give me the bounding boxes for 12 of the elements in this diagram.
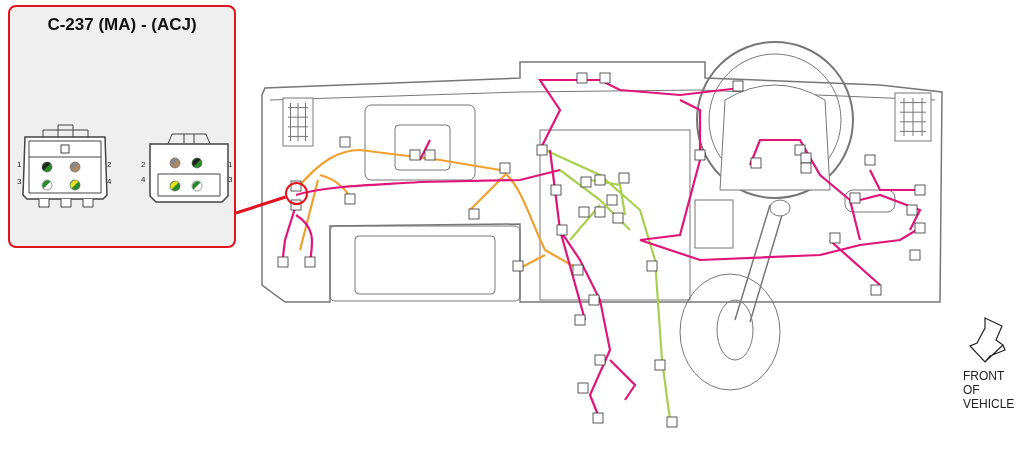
direction-note: FRONT OF VEHICLE [963, 370, 1015, 412]
pin-number: 3 [228, 176, 233, 184]
leader-line [235, 195, 286, 215]
pin-number: 1 [17, 161, 22, 169]
inset-title: C-237 (MA) - (ACJ) [46, 15, 198, 35]
pin-number: 2 [107, 161, 112, 169]
pin-number: 3 [17, 178, 22, 186]
pin-number: 4 [141, 176, 146, 184]
pin-number: 1 [228, 161, 233, 169]
location-circle [285, 182, 308, 205]
pin-number: 4 [107, 178, 112, 186]
pin-number: 2 [141, 161, 146, 169]
